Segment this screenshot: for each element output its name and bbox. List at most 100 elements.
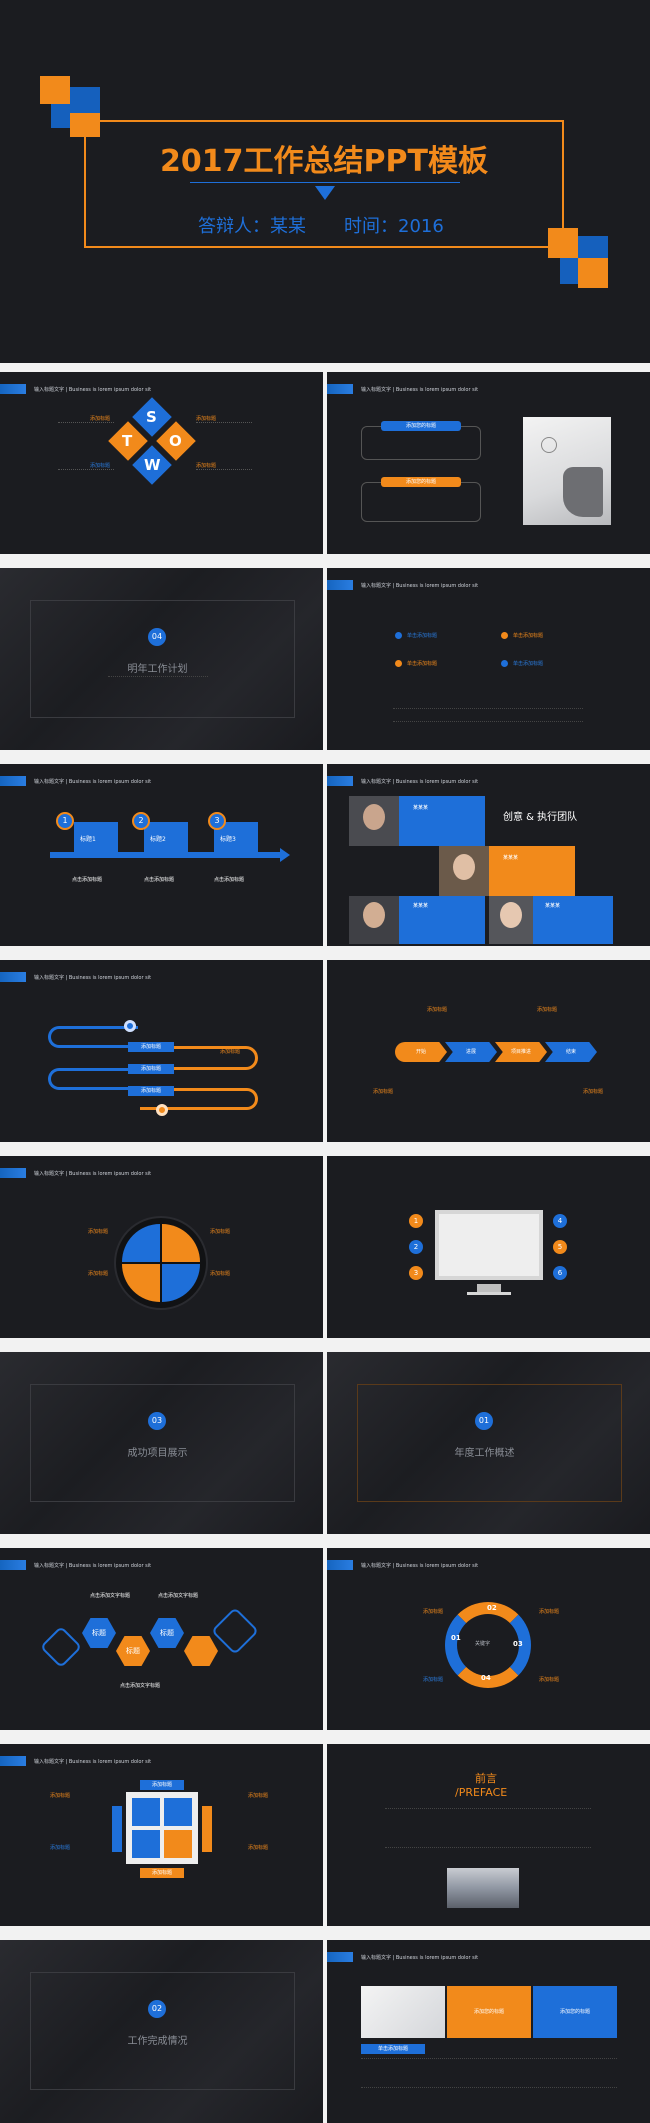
idea-box-1 xyxy=(361,426,481,460)
grid-cell-3 xyxy=(132,1830,160,1858)
swot-label-4: 添加标题 xyxy=(196,463,217,469)
monitor-num-5: 5 xyxy=(553,1240,567,1254)
step-num-1: 1 xyxy=(56,812,74,830)
slide-preface[interactable]: 前言 /PREFACE xyxy=(327,1744,650,1926)
slide-header: 输入标题文字 | Business is lorem ipsum dolor s… xyxy=(0,1756,151,1766)
slide-header: 输入标题文字 | Business is lorem ipsum dolor s… xyxy=(327,1952,478,1962)
monitor-num-4: 4 xyxy=(553,1214,567,1228)
cover-sq-8 xyxy=(578,258,608,288)
slide-grid[interactable]: 输入标题文字 | Business is lorem ipsum dolor s… xyxy=(0,1744,323,1926)
hex-2: 标题 xyxy=(116,1636,150,1666)
step-label-3: 标题3 xyxy=(220,836,236,843)
cover-title: 2017工作总结PPT模板 xyxy=(160,144,488,179)
cover-slide[interactable]: 2017工作总结PPT模板 答辩人：某某 时间：2016 xyxy=(0,0,650,363)
monitor-num-3: 3 xyxy=(409,1266,423,1280)
hex-3: 标题 xyxy=(150,1618,184,1648)
slide-arrows[interactable]: 开始 进展 项目推进 结束 添加标题 添加标题 添加标题 添加标题 xyxy=(327,960,650,1142)
slide-section-01[interactable]: 01 年度工作概述 xyxy=(327,1352,650,1534)
step-block-2 xyxy=(144,822,188,852)
check-icon xyxy=(395,632,402,639)
slide-cycle[interactable]: 输入标题文字 | Business is lorem ipsum dolor s… xyxy=(327,1548,650,1730)
monitor-screen xyxy=(435,1210,543,1280)
arrow-push: 项目推进 xyxy=(495,1042,547,1062)
flow-track-4 xyxy=(140,1088,258,1110)
cycle-num-3: 03 xyxy=(513,1640,523,1648)
section-number: 01 xyxy=(475,1412,493,1430)
step-num-3: 3 xyxy=(208,812,226,830)
slide-header: 输入标题文字 | Business is lorem ipsum dolor s… xyxy=(327,580,478,590)
team-card-2 xyxy=(489,846,575,896)
wheel-label-3: 添加标题 xyxy=(88,1271,109,1277)
avatar xyxy=(363,804,385,830)
swot-letter-w: W xyxy=(144,456,161,474)
flow-label-2: 添加标题 xyxy=(128,1064,174,1074)
hex-head-2: 点击添加文字标题 xyxy=(158,1593,199,1599)
slide-monitor[interactable]: 1 2 3 4 5 6 xyxy=(327,1156,650,1338)
cover-triangle xyxy=(315,186,335,200)
slide-steps[interactable]: 输入标题文字 | Business is lorem ipsum dolor s… xyxy=(0,764,323,946)
wheel-label-1: 添加标题 xyxy=(88,1229,109,1235)
monitor-num-1: 1 xyxy=(409,1214,423,1228)
slide-flow[interactable]: 输入标题文字 | Business is lorem ipsum dolor s… xyxy=(0,960,323,1142)
grid-cell-2 xyxy=(164,1798,192,1826)
slide-section-02[interactable]: 02 工作完成情况 xyxy=(0,1940,323,2123)
swot-label-3: 添加标题 xyxy=(90,463,111,469)
slide-last[interactable]: 输入标题文字 | Business is lorem ipsum dolor s… xyxy=(327,1940,650,2123)
section-number: 04 xyxy=(148,628,166,646)
section-frame xyxy=(30,1384,295,1502)
team-name-4: 某某某 xyxy=(545,903,561,909)
monitor-base xyxy=(467,1292,511,1295)
last-body xyxy=(361,2058,617,2088)
idea-box-2-title: 添加您的标题 xyxy=(381,477,461,487)
checklist-item-3: 单击添加标题 xyxy=(407,661,438,667)
last-box-2: 添加您的标题 xyxy=(533,1986,617,2038)
flow-side-1: 添加标题 xyxy=(220,1049,241,1055)
grid-side-left xyxy=(112,1806,122,1852)
team-name-1: 某某某 xyxy=(413,805,429,811)
avatar xyxy=(500,902,522,928)
cycle-head-3: 添加标题 xyxy=(423,1677,444,1683)
flow-track-3 xyxy=(48,1068,138,1090)
checklist-item-1: 单击添加标题 xyxy=(407,633,438,639)
swot-label-1: 添加标题 xyxy=(90,416,111,422)
slide-section-04[interactable]: 04 明年工作计划 xyxy=(0,568,323,750)
cover-frame xyxy=(84,120,564,248)
avatar xyxy=(363,902,385,928)
monitor-num-2: 2 xyxy=(409,1240,423,1254)
slide-checklist[interactable]: 输入标题文字 | Business is lorem ipsum dolor s… xyxy=(327,568,650,750)
slide-idea[interactable]: 输入标题文字 | Business is lorem ipsum dolor s… xyxy=(327,372,650,554)
wheel-label-2: 添加标题 xyxy=(210,1229,231,1235)
grid-bottom: 添加标题 xyxy=(140,1868,184,1878)
slide-hex[interactable]: 输入标题文字 | Business is lorem ipsum dolor s… xyxy=(0,1548,323,1730)
cycle-head-1: 添加标题 xyxy=(423,1609,444,1615)
step-block-1 xyxy=(74,822,118,852)
team-card-1 xyxy=(399,796,485,846)
slide-section-03[interactable]: 03 成功项目展示 xyxy=(0,1352,323,1534)
check-icon xyxy=(501,660,508,667)
swot-letter-t: T xyxy=(122,432,133,450)
cover-sq-2 xyxy=(70,87,100,113)
team-photo-1 xyxy=(349,796,399,846)
preface-body xyxy=(385,1808,591,1848)
slide-swot[interactable]: 输入标题文字 | Business is lorem ipsum dolor s… xyxy=(0,372,323,554)
wheel-outer xyxy=(114,1216,208,1310)
arrow-progress: 进展 xyxy=(445,1042,497,1062)
grid-head-3: 添加标题 xyxy=(50,1845,71,1851)
steps-baseline xyxy=(50,852,280,858)
monitor-stand xyxy=(477,1284,501,1292)
slide-team[interactable]: 输入标题文字 | Business is lorem ipsum dolor s… xyxy=(327,764,650,946)
arrow-end: 结束 xyxy=(545,1042,597,1062)
slide-header: 输入标题文字 | Business is lorem ipsum dolor s… xyxy=(0,384,151,394)
team-name-2: 某某某 xyxy=(503,855,519,861)
lightbulb-icon xyxy=(541,437,557,453)
city-photo xyxy=(447,1868,519,1908)
checklist-item-2: 单击添加标题 xyxy=(513,633,544,639)
grid-cell-1 xyxy=(132,1798,160,1826)
swot-text-4 xyxy=(196,469,252,485)
slide-header: 输入标题文字 | Business is lorem ipsum dolor s… xyxy=(0,972,151,982)
cycle-head-4: 添加标题 xyxy=(539,1677,560,1683)
slide-wheel[interactable]: 输入标题文字 | Business is lorem ipsum dolor s… xyxy=(0,1156,323,1338)
grid-head-2: 添加标题 xyxy=(248,1793,269,1799)
last-title: 单击添加标题 xyxy=(361,2044,425,2054)
cover-sq-3 xyxy=(51,104,70,128)
